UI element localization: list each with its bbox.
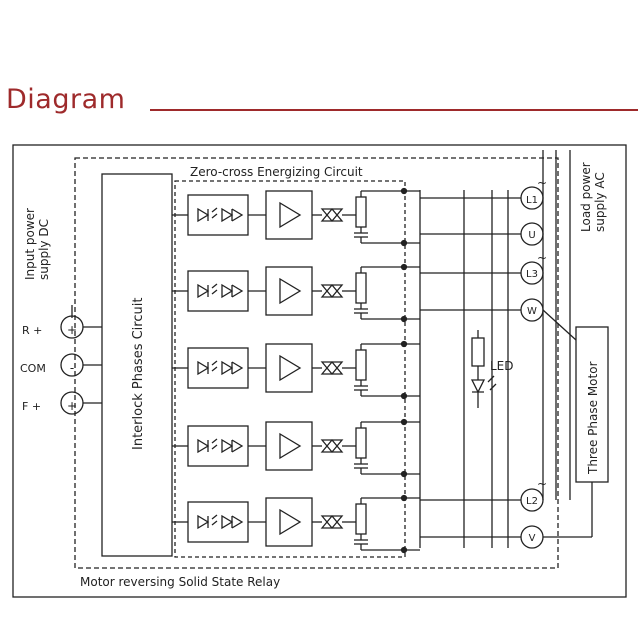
amplifier-box — [265, 343, 313, 393]
ac-symbol-l2: ~ — [537, 477, 547, 491]
node-dot — [400, 494, 408, 502]
amplifier-icon — [279, 508, 302, 536]
amplifier-box — [265, 421, 313, 471]
ac-symbol-l1: ~ — [537, 176, 547, 190]
switch-channels — [172, 187, 420, 554]
triac-icon — [221, 438, 244, 454]
output-triac-icon — [320, 438, 344, 454]
output-triac-icon — [320, 360, 344, 376]
led-arrow-icon — [487, 375, 497, 391]
optocoupler-box — [187, 347, 249, 389]
node-dot — [400, 315, 408, 323]
opto-led-icon — [197, 438, 210, 454]
input-supply-label-2: supply DC — [37, 219, 51, 280]
terminal-label-f: F + — [22, 400, 41, 413]
output-triac-icon — [320, 283, 344, 299]
opto-led-icon — [197, 283, 210, 299]
resistor-icon — [355, 272, 367, 304]
phase-label-v: V — [529, 533, 536, 544]
optocoupler-box — [187, 501, 249, 543]
motor-label: Three Phase Motor — [586, 361, 600, 475]
led-icon — [470, 379, 486, 394]
terminal-label-r: R + — [22, 324, 42, 337]
optocoupler-box — [187, 270, 249, 312]
optocoupler-box — [187, 194, 249, 236]
light-arrow-icon — [211, 207, 218, 219]
node-dot — [400, 418, 408, 426]
terminal-symbol-com: - — [70, 361, 74, 375]
amplifier-icon — [279, 354, 302, 382]
ac-symbol-l3: ~ — [537, 251, 547, 265]
node-dot — [400, 392, 408, 400]
node-dot — [400, 340, 408, 348]
phase-label-u: U — [528, 230, 535, 241]
opto-led-icon — [197, 207, 210, 223]
switch-channel-2 — [172, 263, 420, 323]
node-dot — [400, 546, 408, 554]
resistor-icon — [355, 349, 367, 381]
opto-led-icon — [197, 360, 210, 376]
amplifier-box — [265, 266, 313, 316]
optocoupler-box — [187, 425, 249, 467]
output-triac-icon — [320, 514, 344, 530]
light-arrow-icon — [211, 360, 218, 372]
load-supply-label-1: Load power — [579, 162, 593, 232]
light-arrow-icon — [211, 438, 218, 450]
light-arrow-icon — [211, 283, 218, 295]
input-supply-label-1: Input power — [23, 208, 37, 280]
relay-label: Motor reversing Solid State Relay — [80, 575, 280, 589]
title-rule — [150, 109, 638, 111]
amplifier-box — [265, 190, 313, 240]
phase-label-l2: L2 — [526, 496, 538, 507]
resistor-icon — [355, 196, 367, 228]
load-supply-label-2: supply AC — [593, 172, 607, 232]
triac-icon — [221, 207, 244, 223]
resistor-icon — [355, 427, 367, 459]
triac-icon — [221, 360, 244, 376]
amplifier-icon — [279, 432, 302, 460]
terminal-symbol-f: + — [67, 399, 77, 413]
phase-label-l1: L1 — [526, 195, 538, 206]
terminal-label-com: COM — [20, 362, 46, 375]
output-triac-icon — [320, 207, 344, 223]
opto-led-icon — [197, 514, 210, 530]
phase-label-w: W — [527, 306, 537, 317]
light-arrow-icon — [211, 514, 218, 526]
switch-channel-3 — [172, 340, 420, 400]
schematic-frame — [12, 144, 627, 598]
led-label: LED — [490, 359, 514, 373]
phase-label-l3: L3 — [526, 269, 538, 280]
amplifier-icon — [279, 201, 302, 229]
interlock-label: Interlock Phases Circuit — [131, 298, 146, 450]
node-dot — [400, 470, 408, 478]
page-title: Diagram — [6, 84, 126, 115]
triac-icon — [221, 283, 244, 299]
node-dot — [400, 263, 408, 271]
switch-channel-5 — [172, 494, 420, 554]
wire — [542, 309, 577, 341]
amplifier-icon — [279, 277, 302, 305]
zero-cross-label: Zero-cross Energizing Circuit — [190, 165, 363, 179]
node-dot — [400, 239, 408, 247]
switch-channel-4 — [172, 418, 420, 478]
wiring — [60, 150, 593, 549]
switch-channel-1 — [172, 187, 420, 247]
terminal-symbol-r: + — [67, 323, 77, 337]
amplifier-box — [265, 497, 313, 547]
triac-icon — [221, 514, 244, 530]
node-dot — [400, 187, 408, 195]
led-resistor-icon — [471, 337, 485, 367]
resistor-icon — [355, 503, 367, 535]
